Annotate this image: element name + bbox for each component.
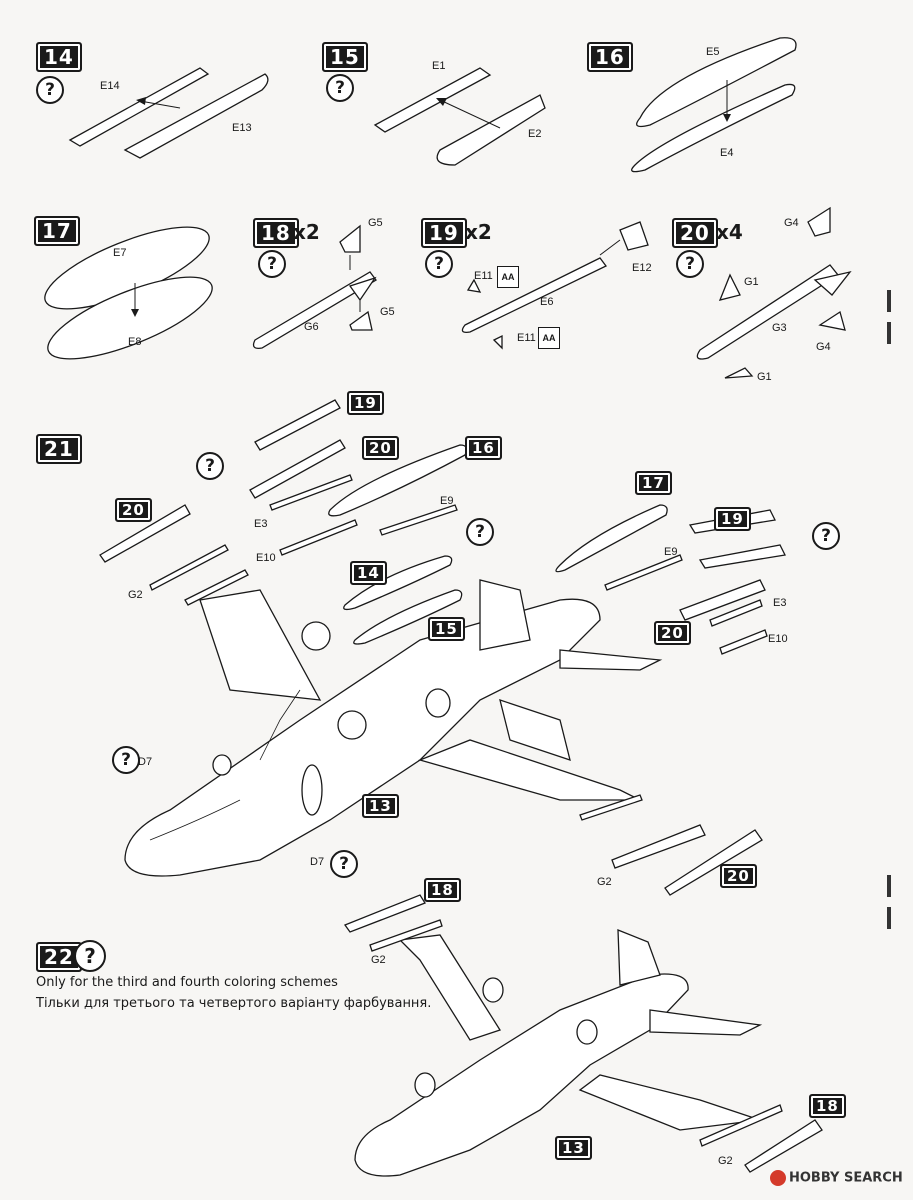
step-17-badge: 17 [34, 216, 80, 246]
step-20-drawing [696, 206, 852, 379]
aa-decal-icon: AA [538, 327, 560, 349]
part-label-e3-left: E3 [254, 518, 268, 530]
part-label-g4-bottom: G4 [816, 341, 831, 353]
colour-question-icon: ? [326, 74, 354, 102]
part-label-g1-top: G1 [744, 276, 759, 288]
callout-20-bottom: 20 [720, 864, 757, 888]
part-label-e13: E13 [232, 122, 252, 134]
part-label-e5: E5 [706, 46, 720, 58]
part-label-g2-left: G2 [128, 589, 143, 601]
step-20-multiplier: x4 [716, 220, 743, 244]
callout-20-left: 20 [115, 498, 152, 522]
step-14-badge: 14 [36, 42, 82, 72]
colour-question-icon: ? [812, 522, 840, 550]
colour-question-icon: ? [258, 250, 286, 278]
part-label-g4-top: G4 [784, 217, 799, 229]
step-21-aircraft [124, 579, 663, 877]
scheme-note-ua: Тільки для третього та четвертого варіан… [36, 996, 432, 1011]
scheme-note-en: Only for the third and fourth coloring s… [36, 975, 338, 990]
step-17-drawing [44, 226, 213, 360]
callout-15: 15 [428, 617, 465, 641]
part-label-g5-bottom: G5 [380, 306, 395, 318]
part-label-e2: E2 [528, 128, 542, 140]
part-label-d7-top: D7 [138, 756, 153, 768]
colour-question-icon: ? [330, 850, 358, 878]
part-label-e10-right: E10 [768, 633, 788, 645]
callout-18: 18 [424, 878, 461, 902]
part-label-e6: E6 [540, 296, 554, 308]
hobby-search-logo-icon [770, 1170, 786, 1186]
part-label-e12: E12 [632, 262, 652, 274]
part-label-e11-top: E11 [474, 270, 493, 282]
step-19-multiplier: x2 [465, 220, 492, 244]
callout-18-right: 18 [809, 1094, 846, 1118]
callout-20: 20 [362, 436, 399, 460]
part-label-g3: G3 [772, 322, 787, 334]
part-label-e10-left: E10 [256, 552, 276, 564]
step-15-badge: 15 [322, 42, 368, 72]
colour-question-icon: ? [196, 452, 224, 480]
callout-13-step22: 13 [555, 1136, 592, 1160]
part-label-e11-bottom: E11 [517, 332, 536, 344]
step-22-aircraft [343, 894, 823, 1177]
part-label-e7: E7 [113, 247, 127, 259]
step-19-badge: 19 [421, 218, 467, 248]
part-label-e9-left: E9 [440, 495, 454, 507]
aa-decal-icon: AA [497, 266, 519, 288]
step-19-drawing [461, 221, 649, 350]
part-label-e1: E1 [432, 60, 446, 72]
callout-14: 14 [350, 561, 387, 585]
watermark-brand: HOBBY SEARCH [789, 1170, 903, 1186]
binding-mark [887, 322, 891, 344]
part-label-e14: E14 [100, 80, 120, 92]
colour-question-icon: ? [676, 250, 704, 278]
step-18-badge: 18 [253, 218, 299, 248]
colour-question-icon: ? [466, 518, 494, 546]
step-21-badge: 21 [36, 434, 82, 464]
step-14-drawing [68, 67, 269, 159]
callout-17: 17 [635, 471, 672, 495]
part-label-e9-right: E9 [664, 546, 678, 558]
step-20-badge: 20 [672, 218, 718, 248]
step-16-badge: 16 [587, 42, 633, 72]
part-label-e3-right: E3 [773, 597, 787, 609]
colour-question-icon: ? [36, 76, 64, 104]
step-18-multiplier: x2 [293, 220, 320, 244]
hobby-search-watermark: HOBBY SEARCH [770, 1170, 903, 1186]
part-label-e4: E4 [720, 147, 734, 159]
part-label-g2-right: G2 [597, 876, 612, 888]
binding-mark [887, 907, 891, 929]
colour-question-icon: ? [112, 746, 140, 774]
part-label-g2-step22-left: G2 [371, 954, 386, 966]
callout-13: 13 [362, 794, 399, 818]
part-label-g2-step22-right: G2 [718, 1155, 733, 1167]
step-15-drawing [373, 67, 546, 166]
part-label-g1-bottom: G1 [757, 371, 772, 383]
callout-20-right: 20 [654, 621, 691, 645]
binding-mark [887, 290, 891, 312]
callout-16: 16 [465, 436, 502, 460]
callout-19-right: 19 [714, 507, 751, 531]
colour-question-icon: ? [425, 250, 453, 278]
part-label-d7-bottom: D7 [310, 856, 325, 868]
step-21-stores [99, 399, 786, 896]
binding-mark [887, 875, 891, 897]
part-label-g5-top: G5 [368, 217, 383, 229]
part-label-g6: G6 [304, 321, 319, 333]
step-16-drawing [631, 37, 797, 173]
part-label-e8: E8 [128, 336, 142, 348]
colour-question-icon: ? [74, 940, 106, 972]
callout-19: 19 [347, 391, 384, 415]
step-18-drawing [252, 224, 377, 349]
